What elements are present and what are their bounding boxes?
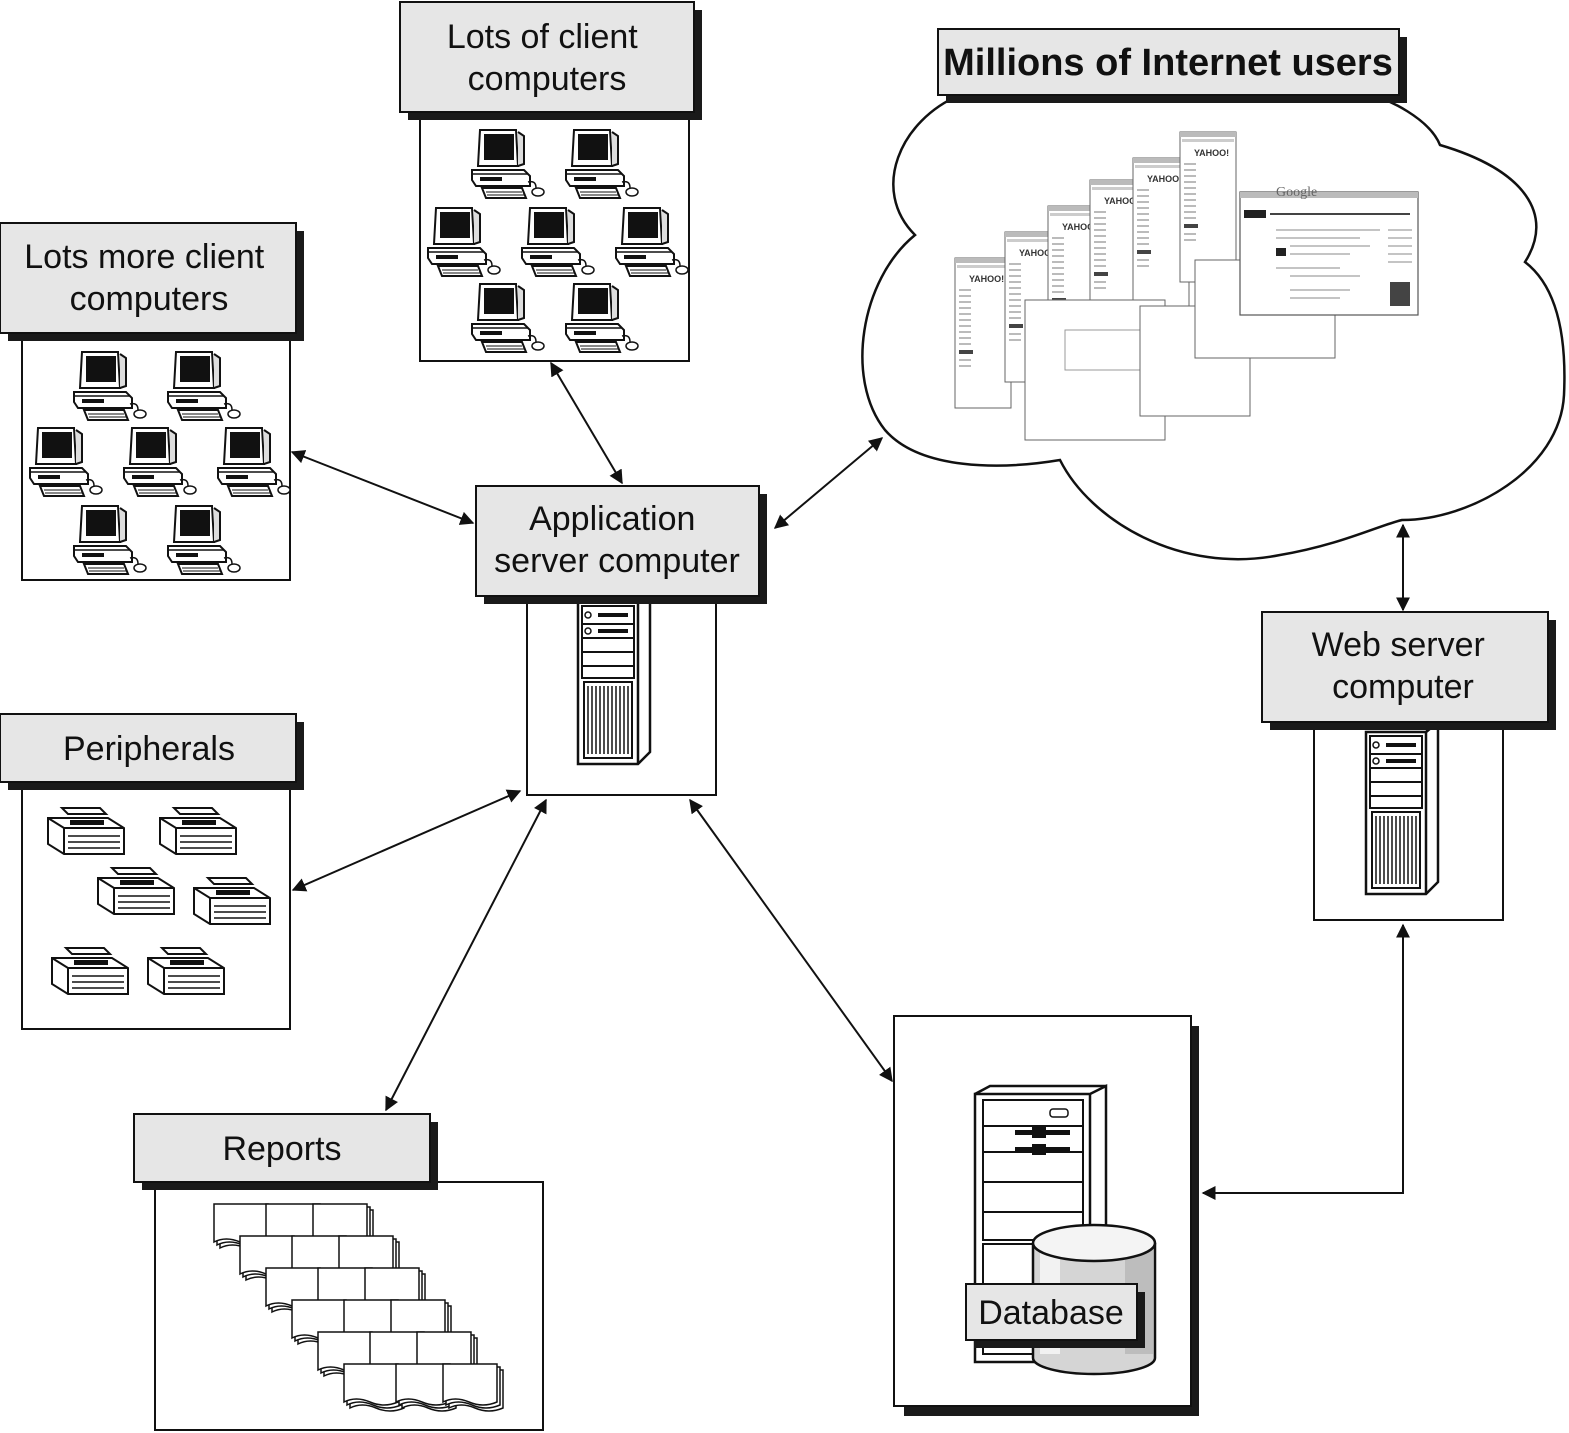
web-page-screenshot-icon — [954, 257, 1012, 409]
client-group-2-label-line1: Lots more client — [24, 238, 265, 276]
internet-cloud: Google — [861, 28, 1566, 561]
link-clients1-app — [550, 361, 623, 485]
web-server-label-line2: computer — [1332, 668, 1474, 706]
app-server-label-line1: Application — [529, 500, 695, 538]
database-label-box — [965, 1283, 1138, 1341]
svg-text:Application server compu: Application server computer — [494, 500, 740, 580]
server-tower-icon — [576, 590, 652, 766]
reports-label-box — [133, 1113, 431, 1183]
front-web-page: Google — [1239, 185, 1419, 316]
google-logo-text: Google — [1276, 185, 1317, 200]
svg-text:Lots of client computers: Lots of client computers — [447, 18, 647, 98]
reports-label: Reports — [222, 1130, 341, 1168]
link-webserver-database — [1201, 923, 1410, 1200]
internet-label: Millions of Internet users — [943, 42, 1393, 84]
client-group-1-label-box — [399, 1, 695, 113]
link-clients2-app — [290, 450, 475, 525]
link-reports-app — [385, 798, 547, 1112]
web-server: Web server computer — [1261, 611, 1556, 921]
paper-report-icon — [343, 1363, 405, 1412]
connectors — [290, 361, 1410, 1200]
peripherals-label: Peripherals — [63, 730, 235, 768]
svg-text:Web server computer: Web server computer — [1312, 626, 1495, 706]
database: Database — [893, 1015, 1199, 1416]
peripherals-label-box — [0, 713, 297, 783]
web-server-label-line1: Web server — [1312, 626, 1485, 664]
app-server-label-box — [475, 485, 760, 597]
client-group-2-label-box — [0, 222, 297, 334]
peripherals: Peripherals — [0, 713, 304, 1030]
svg-text:Lots more client compute: Lots more client computers — [24, 238, 273, 318]
client-group-1-label-line1: Lots of client — [447, 18, 638, 56]
link-app-internet — [773, 437, 884, 529]
client-group-2: Lots more client computers — [0, 222, 304, 581]
link-app-database — [689, 798, 893, 1083]
server-tower-icon — [1364, 720, 1440, 896]
client-group-1-label-line2: computers — [468, 60, 627, 98]
paper-report-icon — [442, 1363, 504, 1412]
application-server: Application server computer — [475, 485, 767, 796]
app-server-label-line2: server computer — [494, 542, 740, 580]
web-page-stack: Google — [954, 131, 1419, 441]
reports: Reports — [133, 1113, 544, 1431]
client-group-2-label-line2: computers — [70, 280, 229, 318]
client-group-1: Lots of client computers — [399, 1, 702, 362]
internet-label-box — [937, 28, 1400, 96]
web-server-label-box — [1261, 611, 1549, 723]
database-label: Database — [978, 1294, 1124, 1332]
link-peripherals-app — [291, 789, 522, 892]
